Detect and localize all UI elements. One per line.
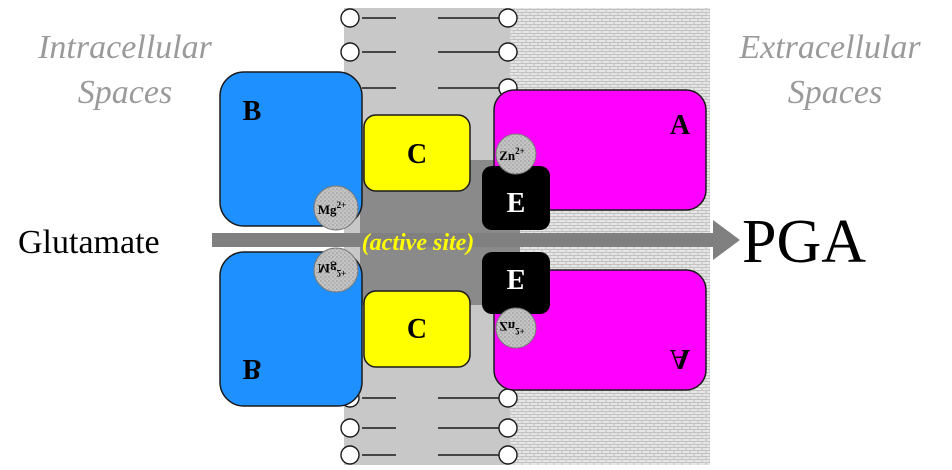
- magnesium-ion-top-circle: [313, 185, 359, 231]
- product-label: PGA: [742, 208, 866, 276]
- subunit-a-top-label: A: [670, 110, 691, 141]
- subunit-e-top-body: [482, 166, 550, 230]
- lipid-head: [498, 8, 518, 28]
- subunit-b-top-label: B: [243, 96, 262, 127]
- subunit-c-top-label: C: [407, 139, 427, 170]
- zinc-ion-bottom: Zn2+: [495, 307, 537, 349]
- subunit-e-bottom: E: [482, 252, 550, 314]
- subunit-e-bottom-label: E: [507, 263, 526, 294]
- subunit-c-bottom-label: C: [407, 312, 427, 343]
- subunit-c-top-body: [363, 114, 471, 192]
- magnesium-ion-bottom-circle: [313, 247, 359, 293]
- subunit-c-bottom: C: [363, 290, 471, 368]
- lipid-head: [340, 418, 360, 438]
- subunit-b-bottom-body: [219, 251, 363, 407]
- subunit-e-top: E: [482, 166, 550, 230]
- extracellular-label-line2: Spaces: [788, 74, 882, 111]
- zinc-ion-top-label: Zn2+: [499, 146, 525, 163]
- lipid-head: [340, 445, 360, 465]
- magnesium-ion-bottom-label: Mg2+: [318, 261, 346, 278]
- lipid-head: [498, 42, 518, 62]
- intracellular-label-line1: Intracellular: [37, 29, 213, 66]
- subunit-b-bottom-label: B: [243, 353, 262, 384]
- subunit-c-top: C: [363, 114, 471, 192]
- lipid-head: [498, 388, 518, 408]
- magnesium-ion-top: Mg2+: [313, 185, 359, 231]
- zinc-ion-top-circle: [495, 133, 537, 175]
- lipid-head: [498, 445, 518, 465]
- reaction-arrow-head: [713, 220, 740, 260]
- lipid-head: [340, 8, 360, 28]
- magnesium-ion-top-label: Mg2+: [318, 200, 346, 217]
- extracellular-label-line1: Extracellular: [738, 29, 921, 66]
- zinc-ion-top: Zn2+: [495, 133, 537, 175]
- subunit-b-top-body: [219, 71, 363, 227]
- lipid-head: [340, 42, 360, 62]
- subunit-c-bottom-body: [363, 290, 471, 368]
- subunit-e-bottom-body: [482, 252, 550, 314]
- subunit-a-bottom-label: A: [670, 343, 691, 374]
- intracellular-label-line2: Spaces: [78, 74, 172, 111]
- lipid-head: [498, 418, 518, 438]
- subunit-e-top-label: E: [507, 188, 526, 219]
- active-site-label: (active site): [362, 230, 475, 256]
- zinc-ion-bottom-circle: [495, 307, 537, 349]
- subunit-b-top: B: [219, 71, 363, 227]
- subunit-b-bottom: B: [219, 251, 363, 407]
- reaction-arrow: [212, 220, 740, 260]
- reaction-arrow-shaft: [212, 233, 715, 247]
- magnesium-ion-bottom: Mg2+: [313, 247, 359, 293]
- substrate-label: Glutamate: [18, 224, 160, 261]
- zinc-ion-bottom-label: Zn2+: [499, 319, 525, 336]
